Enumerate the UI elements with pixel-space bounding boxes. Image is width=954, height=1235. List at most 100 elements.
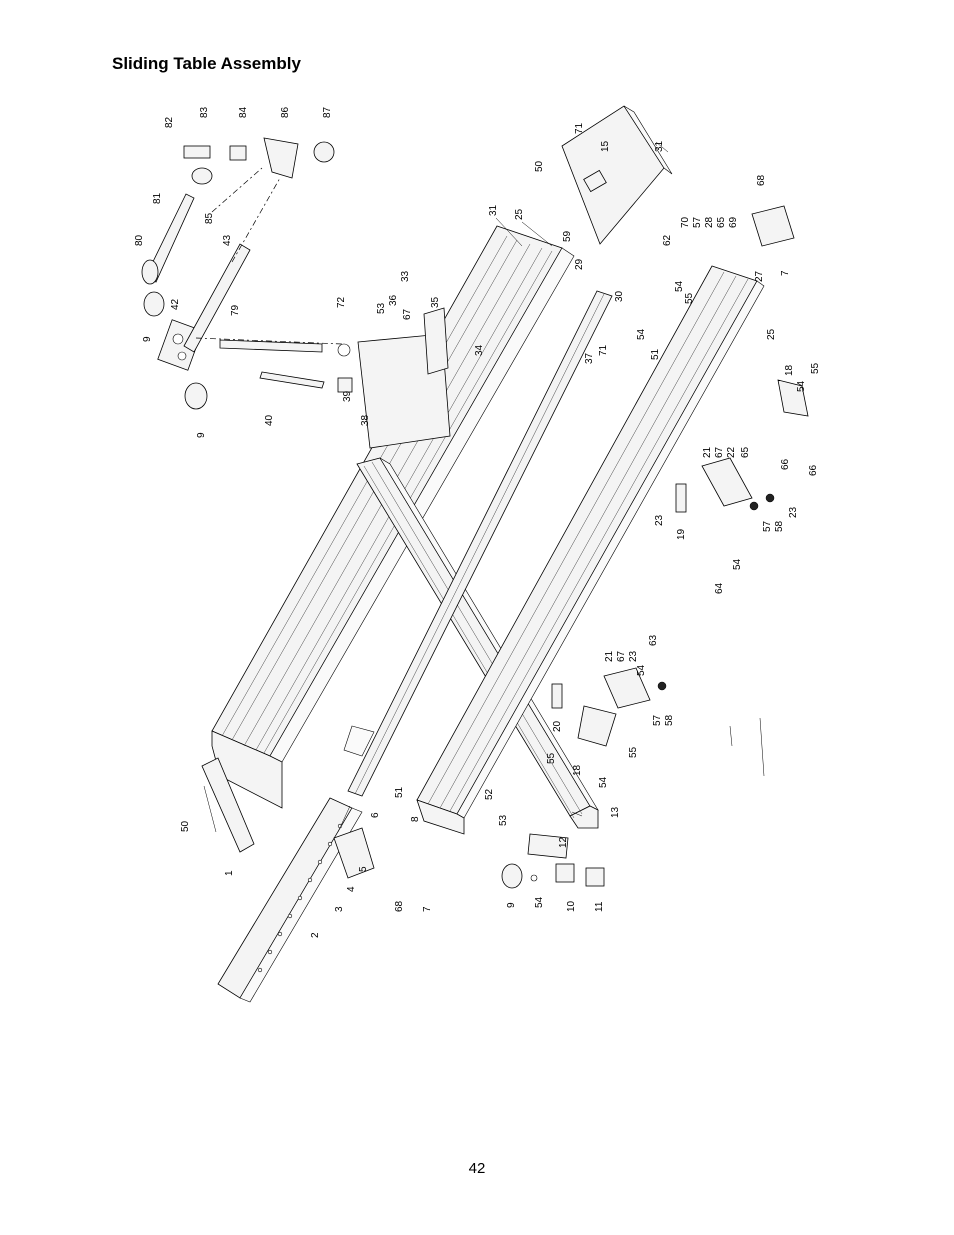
callout-43: 43 bbox=[222, 234, 233, 246]
end-cap-plates bbox=[333, 205, 795, 879]
swing-arm-plate bbox=[561, 105, 673, 245]
callout-18b: 18 bbox=[572, 764, 583, 776]
callout-54g: 54 bbox=[598, 776, 609, 788]
leader-lines bbox=[203, 141, 765, 833]
page-number: 42 bbox=[468, 1160, 486, 1177]
callout-58: 58 bbox=[774, 520, 785, 532]
callout-82: 82 bbox=[164, 116, 175, 128]
callout-28: 28 bbox=[704, 216, 715, 228]
callout-19b: 20 bbox=[552, 720, 563, 732]
callout-12: 12 bbox=[558, 836, 569, 848]
callout-5: 5 bbox=[358, 866, 369, 872]
callout-13: 13 bbox=[610, 806, 621, 818]
callout-55b: 55 bbox=[810, 362, 821, 374]
callout-66: 66 bbox=[808, 464, 819, 476]
callout-80: 80 bbox=[134, 234, 145, 246]
callout-87: 87 bbox=[322, 106, 333, 118]
callout-23: 23 bbox=[788, 506, 799, 518]
callout-67b: 67 bbox=[714, 446, 725, 458]
callout-20b: 21 bbox=[604, 650, 615, 662]
callout-40: 40 bbox=[264, 414, 275, 426]
callout-9b: 9 bbox=[196, 432, 207, 438]
callout-57c: 57 bbox=[652, 714, 663, 726]
callout-31: 31 bbox=[654, 140, 665, 152]
callout-38: 38 bbox=[360, 414, 371, 426]
hardware-bottom-clamp bbox=[501, 833, 605, 889]
callout-65c: 66 bbox=[780, 458, 791, 470]
callout-79: 79 bbox=[230, 304, 241, 316]
callout-35: 35 bbox=[430, 296, 441, 308]
callout-8: 8 bbox=[410, 816, 421, 822]
callout-57b: 57 bbox=[762, 520, 773, 532]
callout-37: 37 bbox=[584, 352, 595, 364]
callout-11: 11 bbox=[594, 901, 605, 912]
callout-68: 68 bbox=[756, 174, 767, 186]
callout-55d: 55 bbox=[628, 746, 639, 758]
callout-68b: 68 bbox=[394, 900, 405, 912]
callout-9c: 9 bbox=[506, 902, 517, 908]
callout-54c: 54 bbox=[674, 280, 685, 292]
callout-18: 18 bbox=[784, 364, 795, 376]
callout-54: 53 bbox=[376, 302, 387, 314]
callout-7: 7 bbox=[780, 270, 791, 276]
callout-67c: 67 bbox=[616, 650, 627, 662]
callout-71: 71 bbox=[574, 122, 585, 134]
callout-15: 15 bbox=[600, 140, 611, 152]
callout-81: 81 bbox=[152, 192, 163, 204]
callout-51b: 51 bbox=[394, 786, 405, 798]
callout-86: 86 bbox=[280, 106, 291, 118]
callout-85: 85 bbox=[204, 212, 215, 224]
callout-53: 53 bbox=[498, 814, 509, 826]
clamp-assembly bbox=[141, 137, 343, 410]
callout-67: 67 bbox=[402, 308, 413, 320]
callout-70: 70 bbox=[680, 216, 691, 228]
callout-33: 31 bbox=[488, 204, 499, 216]
callout-22: 23 bbox=[654, 514, 665, 526]
callout-36: 36 bbox=[388, 294, 399, 306]
callout-21b: 23 bbox=[628, 650, 639, 662]
callout-51: 51 bbox=[650, 348, 661, 360]
callout-83: 83 bbox=[199, 106, 210, 118]
callout-4: 4 bbox=[346, 886, 357, 892]
hardware-top-center bbox=[259, 307, 451, 449]
callout-69: 69 bbox=[728, 216, 739, 228]
callout-39: 39 bbox=[342, 390, 353, 402]
callout-55: 55 bbox=[684, 292, 695, 304]
callout-25: 25 bbox=[514, 208, 525, 220]
callout-57: 57 bbox=[692, 216, 703, 228]
callout-55c: 55 bbox=[546, 752, 557, 764]
callout-29b: 30 bbox=[614, 290, 625, 302]
callout-7b: 7 bbox=[422, 906, 433, 912]
callout-9: 9 bbox=[142, 336, 153, 342]
extension-rail bbox=[217, 797, 363, 1003]
hardware-lower-bracket bbox=[551, 667, 667, 747]
callout-64: 64 bbox=[714, 582, 725, 594]
callout-10: 10 bbox=[566, 900, 577, 912]
callout-42: 42 bbox=[170, 298, 181, 310]
callout-84: 84 bbox=[238, 106, 249, 118]
callout-30: 33 bbox=[400, 270, 411, 282]
callout-62: 62 bbox=[662, 234, 673, 246]
callout-54d: 54 bbox=[796, 380, 807, 392]
callout-65: 65 bbox=[716, 216, 727, 228]
callout-25b: 25 bbox=[766, 328, 777, 340]
callout-34: 34 bbox=[474, 344, 485, 356]
callout-58b: 58 bbox=[664, 714, 675, 726]
hardware-right-bracket bbox=[675, 379, 809, 513]
callout-54f: 54 bbox=[636, 664, 647, 676]
callout-19: 19 bbox=[676, 528, 687, 540]
callout-3: 3 bbox=[334, 906, 345, 912]
callout-50: 50 bbox=[534, 160, 545, 172]
callout-54e: 54 bbox=[732, 558, 743, 570]
callout-59: 59 bbox=[562, 230, 573, 242]
callout-27: 27 bbox=[754, 270, 765, 282]
callout-65b: 65 bbox=[740, 446, 751, 458]
callout-1: 1 bbox=[224, 870, 235, 876]
page-title: Sliding Table Assembly bbox=[112, 54, 301, 73]
callout-2: 2 bbox=[310, 932, 321, 938]
carriage-frame bbox=[416, 265, 765, 835]
part-callouts: 82 83 84 86 87 81 85 80 43 42 9 79 72 9 … bbox=[134, 106, 821, 938]
mitre-bracket bbox=[201, 725, 375, 853]
callout-20: 21 bbox=[702, 446, 713, 458]
callout-52: 52 bbox=[484, 788, 495, 800]
